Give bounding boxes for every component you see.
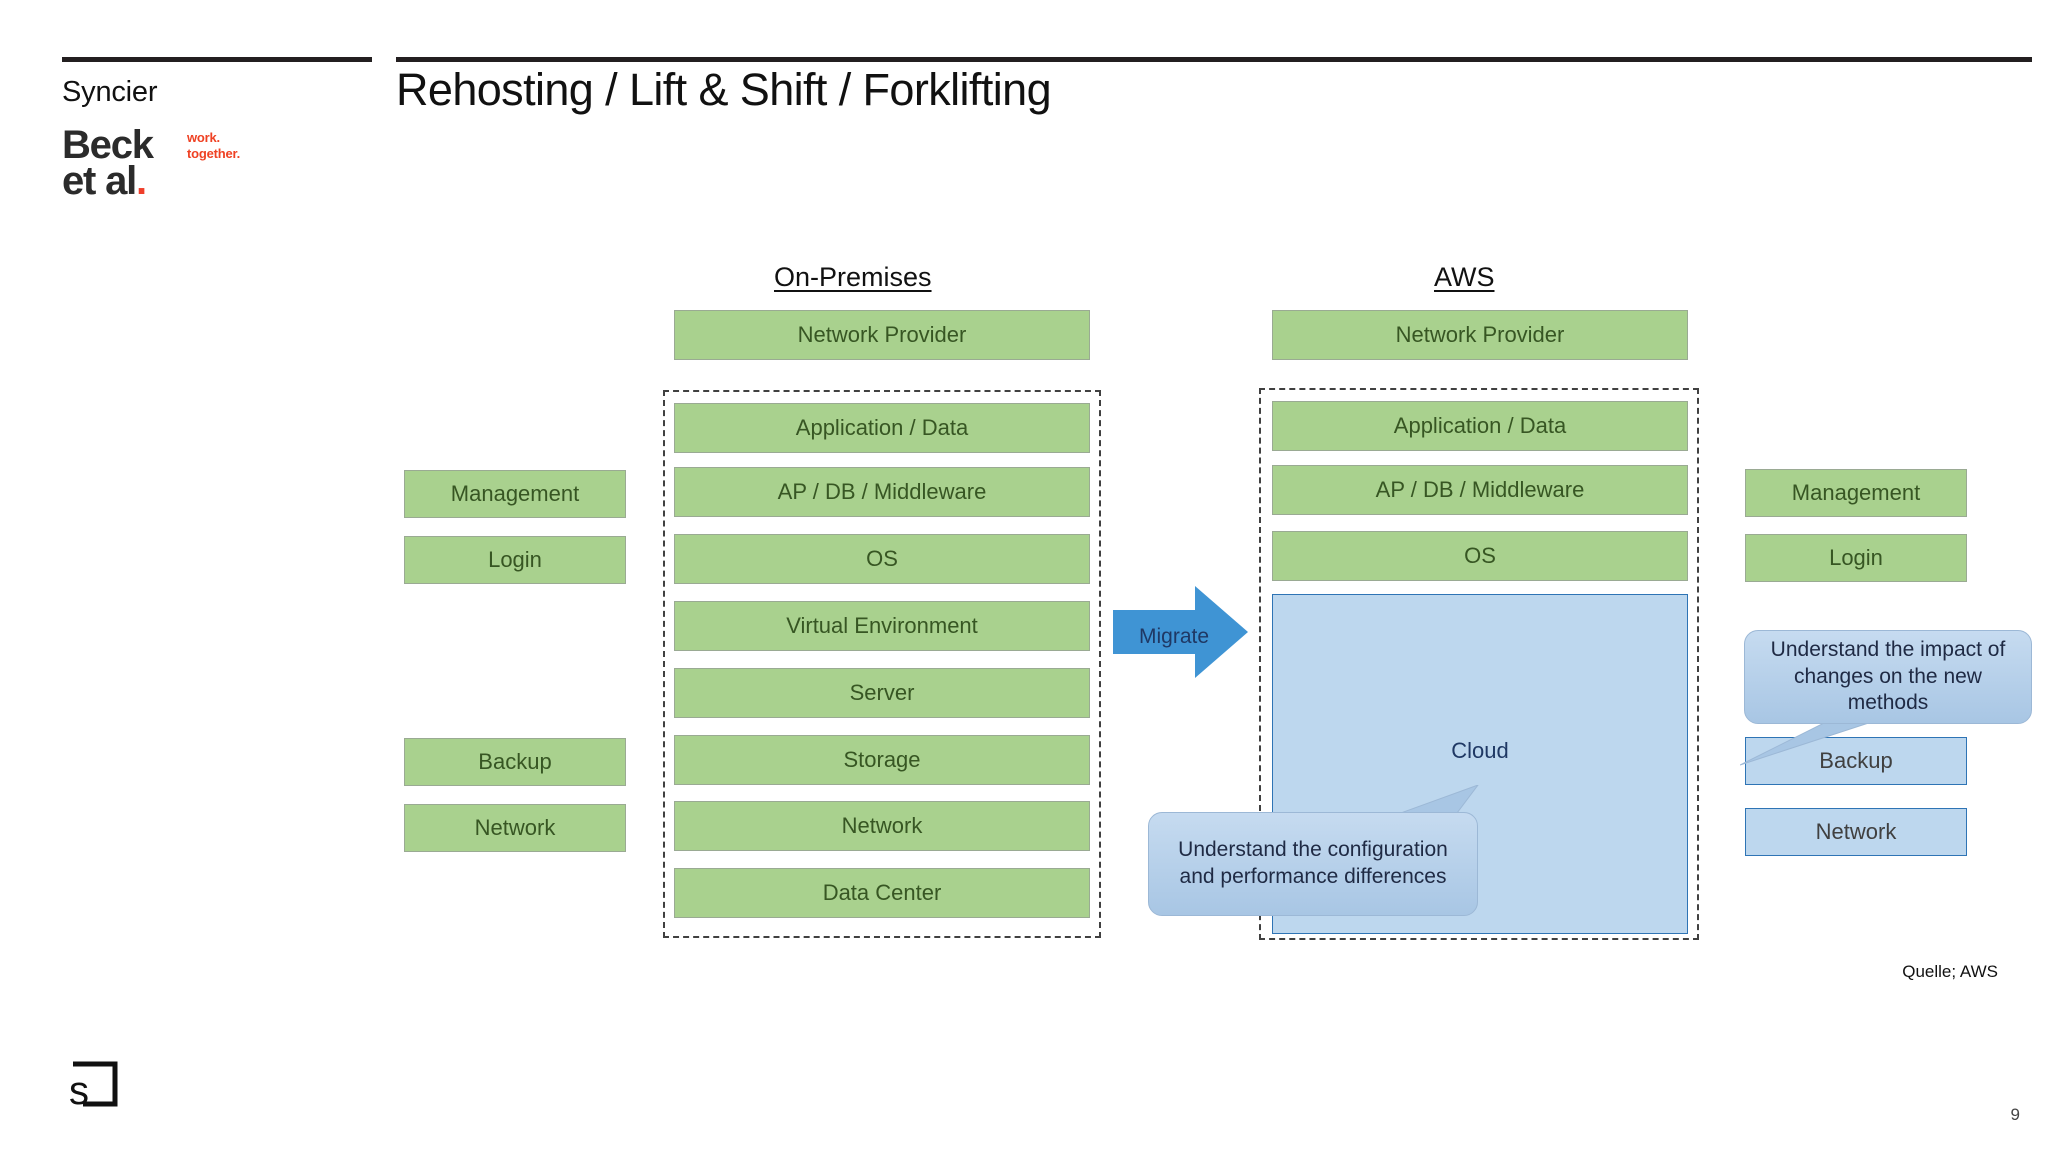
page-number: 9 bbox=[2010, 1105, 2020, 1124]
methods-callout-body: Understand the impact of changes on the … bbox=[1744, 630, 2032, 724]
onprem-stack-item-storage[interactable]: Storage bbox=[674, 735, 1090, 785]
onprem-stack-label-6: Network bbox=[841, 812, 923, 838]
onprem-network-provider-box[interactable]: Network Provider bbox=[674, 310, 1090, 360]
syncier-s-logo-icon: s bbox=[69, 1061, 118, 1112]
beck-logo-line2-text: et al bbox=[62, 159, 137, 203]
onprem-stack-item-ap-db-middleware[interactable]: AP / DB / Middleware bbox=[674, 467, 1090, 517]
source-note: Quelle; AWS bbox=[1902, 962, 1998, 981]
aws-stack-label-1: AP / DB / Middleware bbox=[1375, 476, 1585, 502]
beck-logo-tagline: work. together. bbox=[187, 130, 240, 163]
onprem-side-label-1: Login bbox=[488, 546, 542, 572]
onprem-side-label-2: Backup bbox=[478, 748, 552, 774]
onprem-side-box-login[interactable]: Login bbox=[404, 536, 626, 584]
cloud-callout[interactable]: Understand the configuration and perform… bbox=[1148, 812, 1478, 916]
beck-logo-dot: . bbox=[136, 159, 147, 203]
onprem-stack-label-3: Virtual Environment bbox=[786, 612, 978, 638]
header-rule-right bbox=[396, 57, 2032, 62]
aws-group-frame bbox=[1259, 388, 1699, 940]
onprem-side-label-3: Network bbox=[474, 814, 556, 840]
onprem-side-box-backup[interactable]: Backup bbox=[404, 738, 626, 786]
svg-text:s: s bbox=[69, 1069, 89, 1112]
onprem-side-label-0: Management bbox=[450, 480, 580, 506]
cloud-callout-body: Understand the configuration and perform… bbox=[1148, 812, 1478, 916]
onprem-stack-label-2: OS bbox=[866, 545, 898, 571]
onprem-stack-item-data-center[interactable]: Data Center bbox=[674, 868, 1090, 918]
beck-tagline-line2: together. bbox=[187, 146, 241, 162]
aws-side-box-management[interactable]: Management bbox=[1745, 469, 1967, 517]
onprem-stack-label-5: Storage bbox=[843, 746, 921, 772]
header-rule-left bbox=[62, 57, 372, 62]
onprem-stack-item-application-data[interactable]: Application / Data bbox=[674, 403, 1090, 453]
aws-side-box-network[interactable]: Network bbox=[1745, 808, 1967, 856]
page-corner-fold bbox=[2006, 243, 2048, 281]
methods-callout[interactable]: Understand the impact of changes on the … bbox=[1744, 630, 2032, 724]
aws-network-provider-label: Network Provider bbox=[1395, 321, 1565, 347]
aws-stack-item-application-data[interactable]: Application / Data bbox=[1272, 401, 1688, 451]
brand-syncier: Syncier bbox=[62, 76, 158, 108]
onprem-side-box-management[interactable]: Management bbox=[404, 470, 626, 518]
aws-side-label-3: Network bbox=[1815, 818, 1897, 844]
aws-cloud-label: Cloud bbox=[1451, 738, 1509, 763]
onprem-side-box-network[interactable]: Network bbox=[404, 804, 626, 852]
aws-side-label-1: Login bbox=[1829, 544, 1883, 570]
column-heading-aws: AWS bbox=[1434, 262, 1495, 292]
beck-tagline-line1: work. bbox=[187, 130, 220, 145]
onprem-group-frame bbox=[663, 390, 1101, 938]
aws-side-box-login[interactable]: Login bbox=[1745, 534, 1967, 582]
page-title: Rehosting / Lift & Shift / Forklifting bbox=[396, 64, 1052, 115]
onprem-stack-item-virtual-environment[interactable]: Virtual Environment bbox=[674, 601, 1090, 651]
brand-beck-et-al-logo: Beck et al. work. together. bbox=[62, 125, 382, 205]
aws-cloud-box[interactable]: Cloud bbox=[1272, 594, 1688, 934]
onprem-stack-item-network[interactable]: Network bbox=[674, 801, 1090, 851]
aws-stack-item-os[interactable]: OS bbox=[1272, 531, 1688, 581]
onprem-stack-label-4: Server bbox=[849, 679, 915, 705]
beck-logo-line1: Beck bbox=[62, 123, 154, 167]
aws-network-provider-box[interactable]: Network Provider bbox=[1272, 310, 1688, 360]
column-heading-on-premises: On-Premises bbox=[774, 262, 932, 292]
onprem-stack-label-0: Application / Data bbox=[795, 414, 969, 440]
onprem-stack-label-7: Data Center bbox=[822, 879, 942, 905]
aws-stack-label-2: OS bbox=[1464, 542, 1496, 568]
aws-side-label-0: Management bbox=[1791, 479, 1921, 505]
onprem-stack-item-os[interactable]: OS bbox=[674, 534, 1090, 584]
beck-logo-line2: et al. bbox=[62, 159, 147, 203]
aws-side-label-2: Backup bbox=[1819, 747, 1893, 773]
onprem-stack-item-server[interactable]: Server bbox=[674, 668, 1090, 718]
migrate-arrow-icon bbox=[1113, 586, 1248, 678]
aws-stack-item-ap-db-middleware[interactable]: AP / DB / Middleware bbox=[1272, 465, 1688, 515]
onprem-stack-label-1: AP / DB / Middleware bbox=[777, 478, 987, 504]
aws-stack-label-0: Application / Data bbox=[1393, 412, 1567, 438]
onprem-network-provider-label: Network Provider bbox=[797, 321, 967, 347]
